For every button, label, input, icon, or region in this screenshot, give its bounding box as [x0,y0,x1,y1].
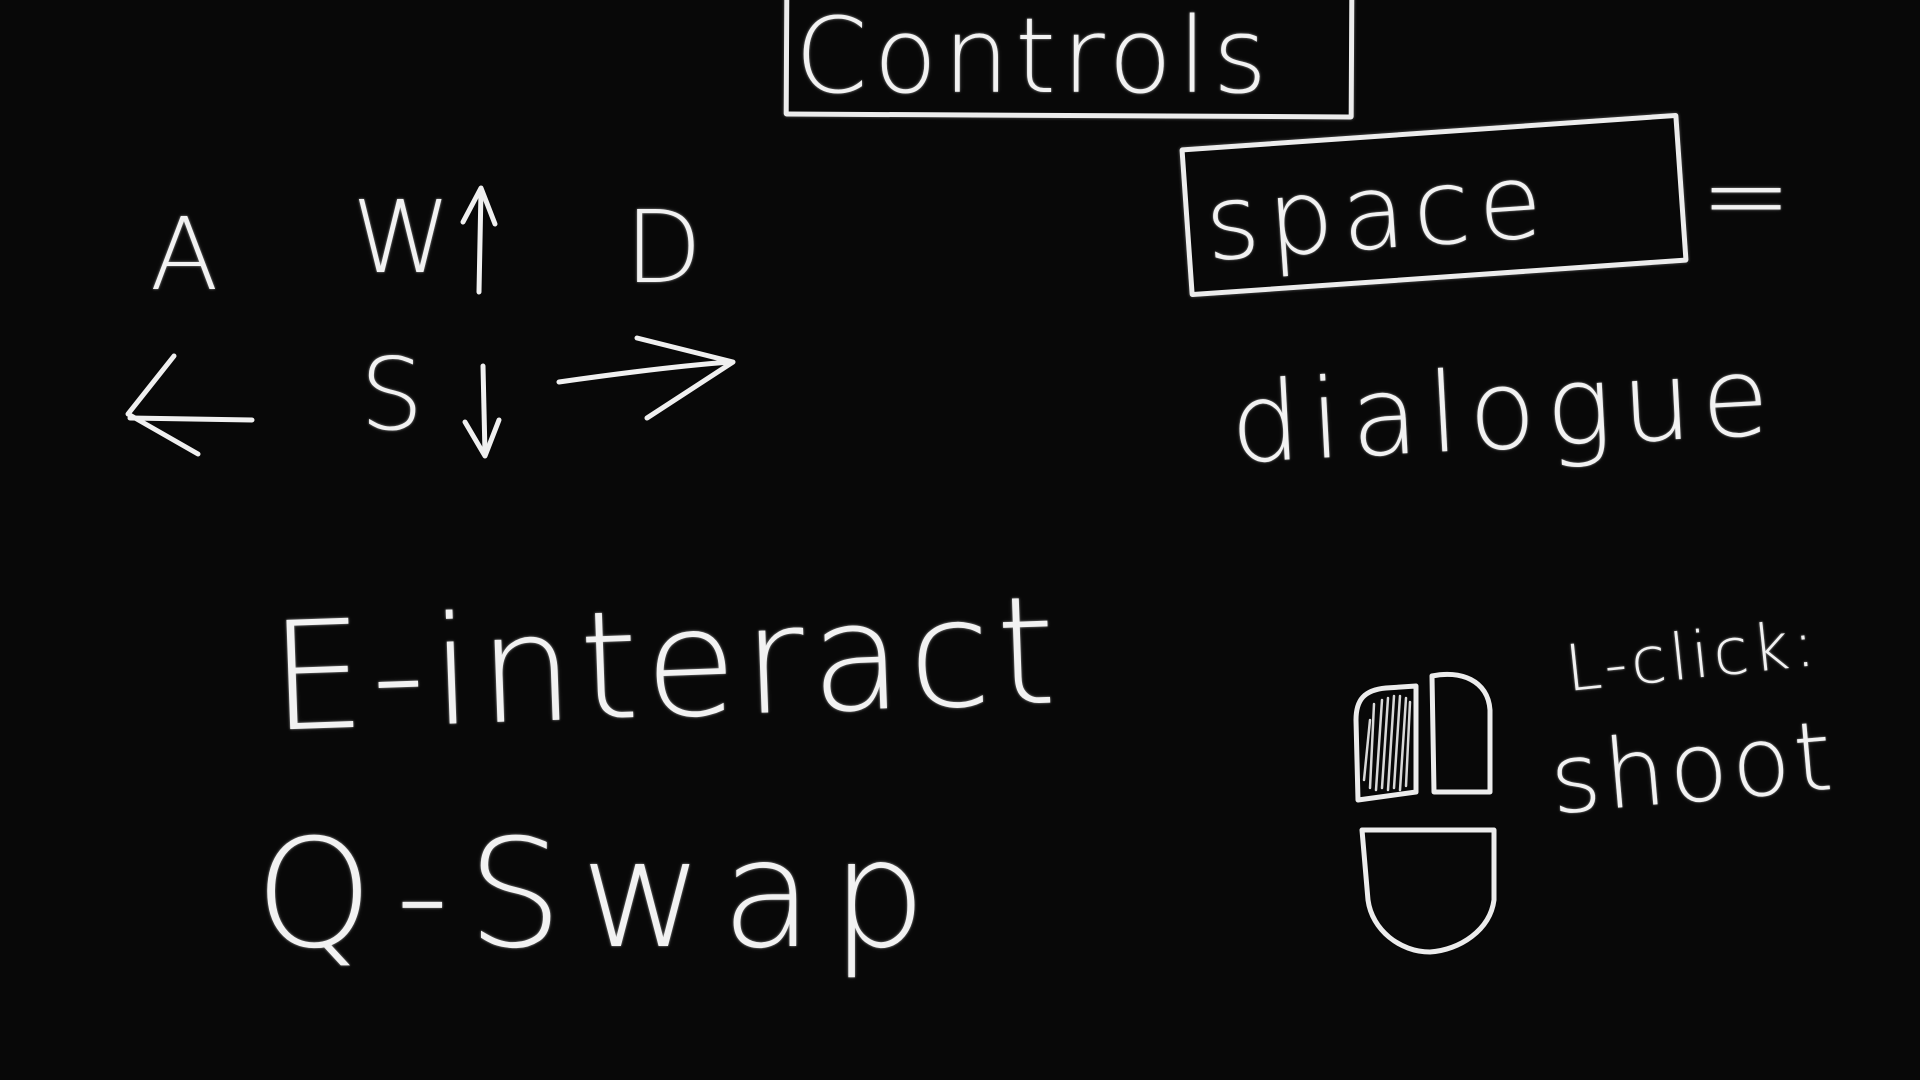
up-arrow-icon [460,185,498,295]
key-s-label: S [360,336,424,453]
swap-binding: Q-Swap [255,808,945,982]
left-click-action: shoot [1545,699,1841,837]
mouse-icon [1353,671,1497,955]
space-action-label: dialogue [1227,331,1783,489]
down-arrow-icon [462,363,502,459]
key-d-label: D [625,189,703,306]
page-title: Controls [795,0,1274,117]
space-key-label: space [1201,139,1554,285]
right-arrow-icon [556,335,736,421]
left-click-label: L-click: [1561,606,1823,708]
key-a-label: A [150,196,219,313]
equals-sign: = [1700,131,1793,259]
key-w-label: W [352,179,451,296]
left-arrow-icon [125,353,255,457]
interact-binding: E-interact [267,564,1065,766]
